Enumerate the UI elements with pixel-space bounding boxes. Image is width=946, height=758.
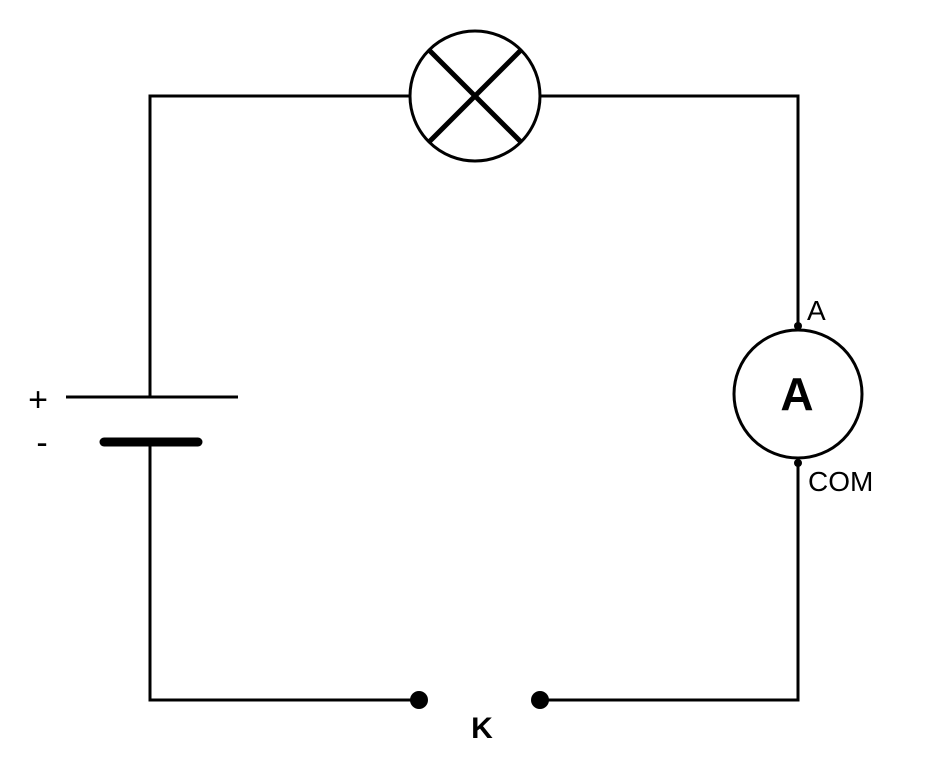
switch-label: K <box>471 712 493 745</box>
ammeter-terminal-a-dot <box>794 322 802 330</box>
switch: K <box>410 691 549 745</box>
ammeter-terminal-com-dot <box>794 459 802 467</box>
wires <box>148 94 800 702</box>
battery: + - <box>28 381 238 462</box>
ammeter-symbol: A <box>780 368 813 420</box>
lamp-cross-line-2 <box>427 48 523 144</box>
ammeter-terminal-a-label: A <box>807 295 826 326</box>
switch-contact-right <box>531 691 549 709</box>
ammeter: A A COM <box>732 295 873 497</box>
battery-minus-label: - <box>36 424 47 462</box>
switch-contact-left <box>410 691 428 709</box>
battery-plus-label: + <box>28 381 48 419</box>
lamp <box>408 29 542 163</box>
ammeter-terminal-com-label: COM <box>808 466 873 497</box>
